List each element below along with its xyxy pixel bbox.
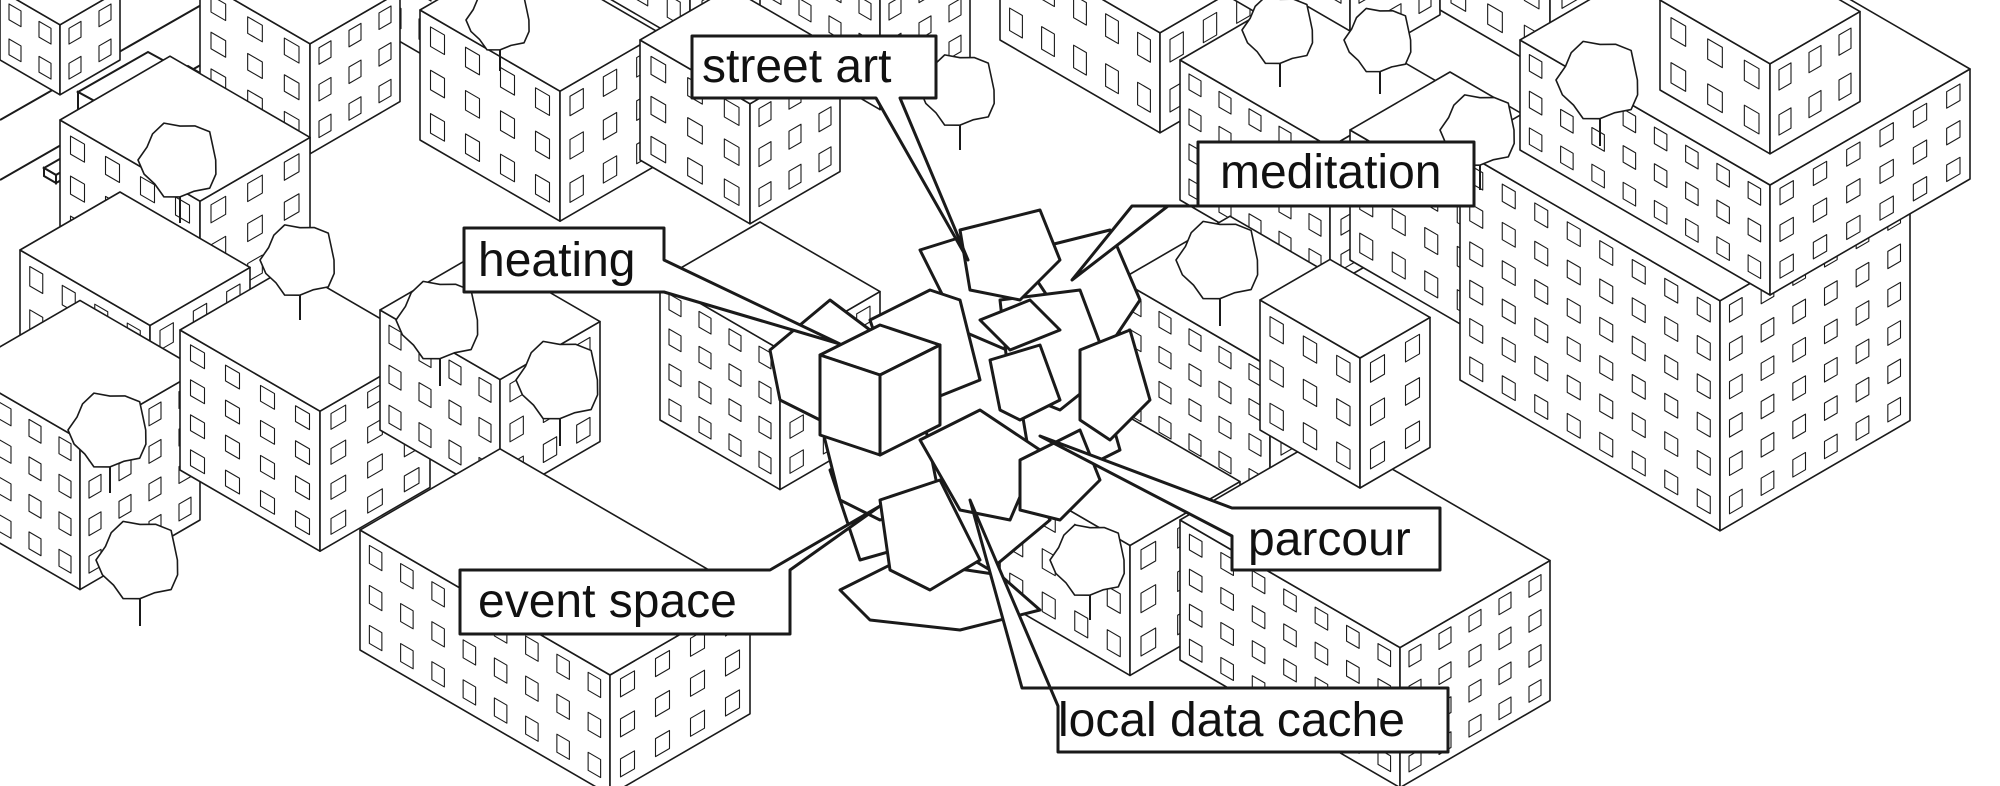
callout-local-data-cache-frame [968,498,1450,754]
tree [67,392,147,493]
callouts: street art meditation heating parcour ev… [458,34,1476,754]
tree [95,520,179,626]
tree [395,280,479,386]
callout-street-art-text: street art [702,40,891,93]
callout-parcour: parcour [1038,434,1442,572]
tree [1049,524,1125,620]
tree [515,340,599,446]
callout-heating-frame [462,226,842,346]
callout-event-space-frame [458,504,882,636]
tree [259,224,335,320]
callout-parcour-text: parcour [1248,513,1411,566]
callout-meditation-frame [1070,140,1476,282]
callout-parcour-frame [1038,434,1442,572]
building [1659,0,1861,155]
building [419,0,661,222]
callout-event-space-text: event space [478,575,737,628]
callout-event-space: event space [458,504,882,636]
callout-meditation-text: meditation [1220,146,1441,199]
callout-street-art-frame [690,34,970,262]
callout-meditation: meditation [1070,140,1476,282]
building [359,447,751,786]
tree [1343,7,1412,94]
callout-heating-text: heating [478,234,635,287]
tree [465,0,530,71]
building [0,0,121,96]
tree [137,122,217,223]
tree [1555,40,1639,146]
callout-local-data-cache: local data cache [968,498,1450,754]
callout-local-data-cache-text: local data cache [1058,694,1405,747]
callout-street-art: street art [690,34,970,262]
callout-heating: heating [462,226,842,346]
building [1259,258,1431,489]
tree [1175,220,1259,326]
building [199,0,401,155]
tree [1241,0,1314,87]
trees-layer [67,0,1639,626]
